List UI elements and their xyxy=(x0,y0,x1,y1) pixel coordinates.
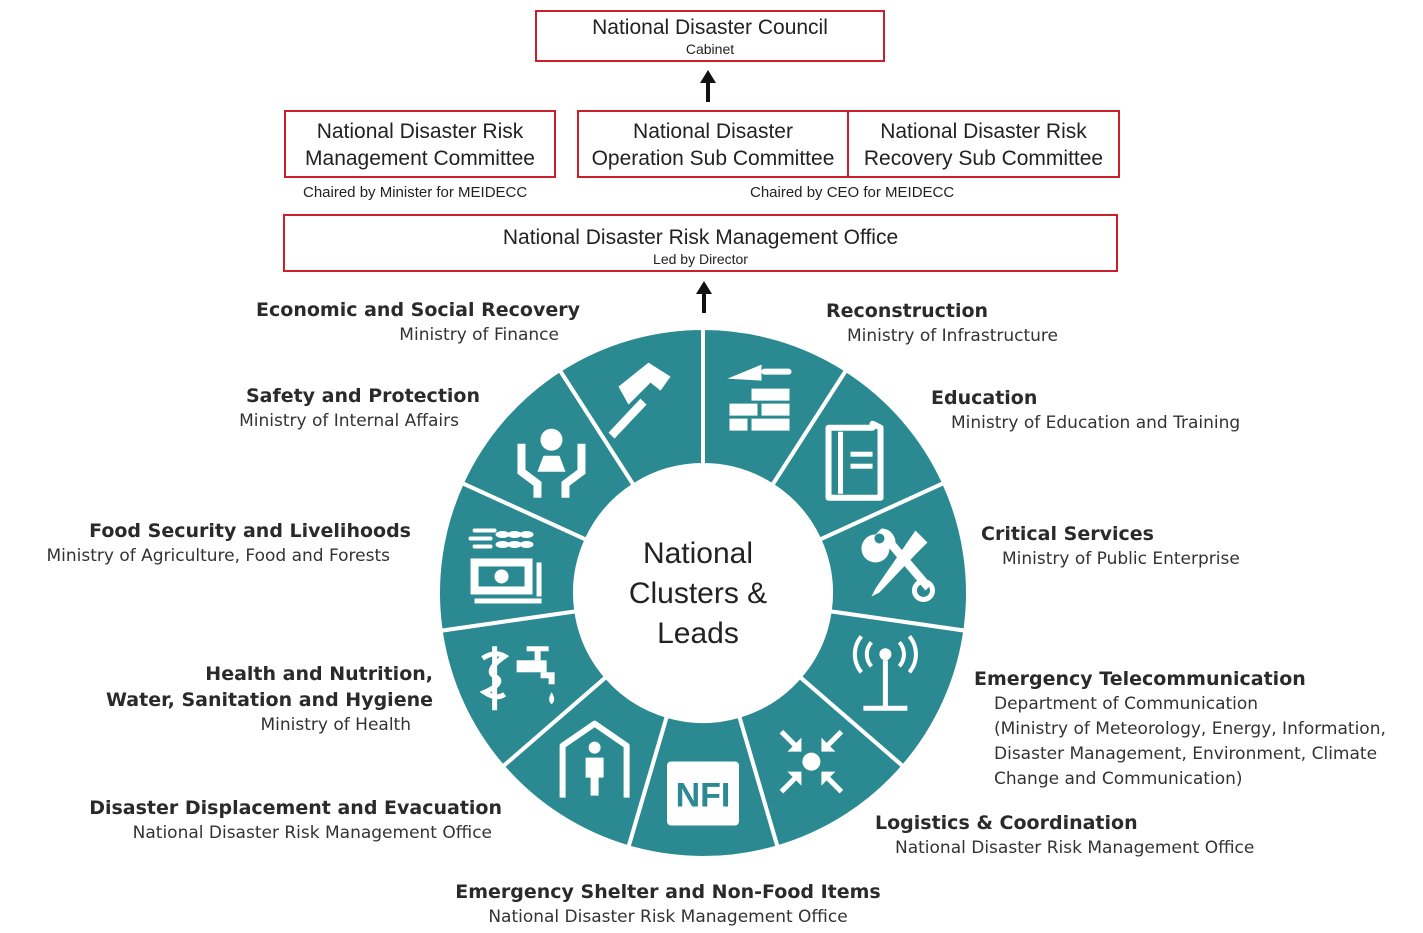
cluster-lead: Ministry of Internal Affairs xyxy=(239,411,459,431)
caption-chaired-by-minister: Chaired by Minister for MEIDECC xyxy=(303,184,528,201)
cluster-label-logistics-coordination: Logistics & Coordination National Disast… xyxy=(875,810,1254,861)
cluster-label-safety-protection: Safety and Protection Ministry of Intern… xyxy=(239,383,480,434)
cluster-name: Education xyxy=(931,387,1038,409)
committee-title-line1: National Disaster Risk xyxy=(316,120,524,143)
arrow-up-to-council xyxy=(700,70,716,102)
wheat-money-icon xyxy=(468,528,542,604)
cluster-segment xyxy=(556,325,705,489)
cluster-lead-line2: (Ministry of Meteorology, Energy, Inform… xyxy=(994,719,1386,739)
risk-management-committee-box: National Disaster Risk Management Commit… xyxy=(284,110,556,178)
committee-title-line2: Recovery Sub Committee xyxy=(863,147,1104,170)
cluster-lead: Ministry of Public Enterprise xyxy=(1002,549,1240,569)
office-title: National Disaster Risk Management Office xyxy=(502,226,899,249)
cluster-label-emergency-telecommunication: Emergency Telecommunication Department o… xyxy=(974,666,1386,792)
cluster-lead: National Disaster Risk Management Office xyxy=(488,907,848,927)
committee-title-line1: National Disaster Risk xyxy=(880,120,1087,143)
cluster-lead: Ministry of Finance xyxy=(399,325,559,345)
antenna-icon xyxy=(852,635,918,711)
operation-sub-committee-box: National Disaster Operation Sub Committe… xyxy=(577,110,849,178)
cluster-lead: Department of Communication xyxy=(994,694,1259,714)
cluster-name: Health and Nutrition, xyxy=(205,663,433,685)
committee-title-line2: Operation Sub Committee xyxy=(591,147,835,170)
cluster-label-disaster-displacement: Disaster Displacement and Evacuation Nat… xyxy=(89,795,502,846)
cluster-name: Emergency Telecommunication xyxy=(974,668,1306,690)
cluster-lead: Ministry of Education and Training xyxy=(951,413,1241,433)
council-subtitle: Cabinet xyxy=(685,41,735,57)
trowel-bricks-icon xyxy=(727,364,792,431)
hammer-icon xyxy=(608,362,671,439)
cluster-label-food-security: Food Security and Livelihoods Ministry o… xyxy=(46,518,411,569)
cluster-name: Food Security and Livelihoods xyxy=(89,520,411,542)
recovery-sub-committee-box: National Disaster Risk Recovery Sub Comm… xyxy=(847,110,1120,178)
committee-title-line1: National Disaster xyxy=(633,120,793,143)
cluster-label-health-wash: Health and Nutrition, Water, Sanitation … xyxy=(106,661,433,738)
national-disaster-council-box: National Disaster Council Cabinet xyxy=(535,10,885,62)
center-line2: Clusters & xyxy=(628,577,768,610)
center-line1: National xyxy=(642,537,754,570)
cluster-label-emergency-shelter-nfi: Emergency Shelter and Non-Food Items Nat… xyxy=(418,879,918,930)
council-title: National Disaster Council xyxy=(592,16,828,39)
cluster-name: Economic and Social Recovery xyxy=(256,299,580,321)
cluster-lead: Ministry of Infrastructure xyxy=(847,326,1058,346)
nfi-icon: NFI xyxy=(667,761,739,826)
cluster-lead: National Disaster Risk Management Office xyxy=(132,823,492,843)
caduceus-tap-icon xyxy=(479,646,555,711)
cluster-name: Critical Services xyxy=(981,523,1154,545)
cluster-label-economic-social-recovery: Economic and Social Recovery Ministry of… xyxy=(256,297,580,348)
cluster-name: Reconstruction xyxy=(826,300,989,322)
converging-arrows-icon xyxy=(779,729,844,794)
cluster-name: Emergency Shelter and Non-Food Items xyxy=(455,881,881,903)
cluster-lead-line3: Disaster Management, Environment, Climat… xyxy=(994,744,1378,764)
caption-chaired-by-ceo: Chaired by CEO for MEIDECC xyxy=(750,184,955,201)
center-line3: Leads xyxy=(657,617,739,650)
cluster-lead-line4: Change and Communication) xyxy=(994,769,1243,789)
cluster-lead: Ministry of Health xyxy=(260,715,411,735)
cluster-lead: Ministry of Agriculture, Food and Forest… xyxy=(46,546,390,566)
wrench-screwdriver-icon xyxy=(861,528,935,602)
wheel-center-label: National Clusters & Leads xyxy=(598,534,798,654)
cluster-lead: National Disaster Risk Management Office xyxy=(895,838,1255,858)
cluster-name: Disaster Displacement and Evacuation xyxy=(89,797,502,819)
cluster-name-line2: Water, Sanitation and Hygiene xyxy=(106,689,433,711)
person-shelter-icon xyxy=(559,720,630,798)
office-subtitle: Led by Director xyxy=(653,251,748,267)
wheel-center-circle xyxy=(577,467,829,719)
committee-title-line2: Management Committee xyxy=(305,147,535,170)
cluster-name: Safety and Protection xyxy=(245,385,480,407)
cluster-name: Logistics & Coordination xyxy=(875,812,1138,834)
arrow-up-to-office xyxy=(696,281,712,313)
svg-text:NFI: NFI xyxy=(676,777,731,815)
cluster-label-education: Education Ministry of Education and Trai… xyxy=(931,385,1240,436)
risk-management-office-box: National Disaster Risk Management Office… xyxy=(283,214,1118,272)
cluster-label-reconstruction: Reconstruction Ministry of Infrastructur… xyxy=(826,298,1058,349)
book-icon xyxy=(825,420,884,501)
cluster-label-critical-services: Critical Services Ministry of Public Ent… xyxy=(981,521,1240,572)
hands-protection-icon xyxy=(517,428,586,498)
